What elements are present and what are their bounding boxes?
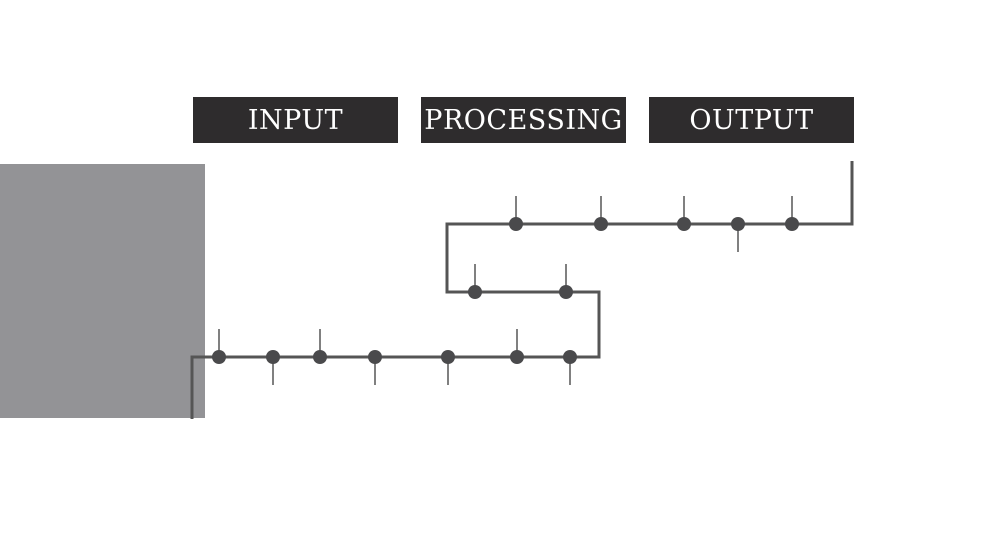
flow-node <box>731 217 745 231</box>
flow-path <box>190 161 854 419</box>
flow-node <box>563 350 577 364</box>
input-header: INPUT <box>193 97 398 143</box>
flow-node <box>594 217 608 231</box>
flow-node <box>212 350 226 364</box>
flow-node <box>677 217 691 231</box>
flow-node <box>559 285 573 299</box>
processing-header: PROCESSING <box>421 97 626 143</box>
flow-node <box>509 217 523 231</box>
flow-node <box>368 350 382 364</box>
output-panel <box>0 164 205 418</box>
flow-node <box>468 285 482 299</box>
flow-nodes <box>212 217 799 364</box>
output-header: OUTPUT <box>649 97 854 143</box>
flow-node <box>785 217 799 231</box>
flow-node <box>266 350 280 364</box>
flow-node <box>510 350 524 364</box>
flow-node <box>313 350 327 364</box>
flow-node <box>441 350 455 364</box>
